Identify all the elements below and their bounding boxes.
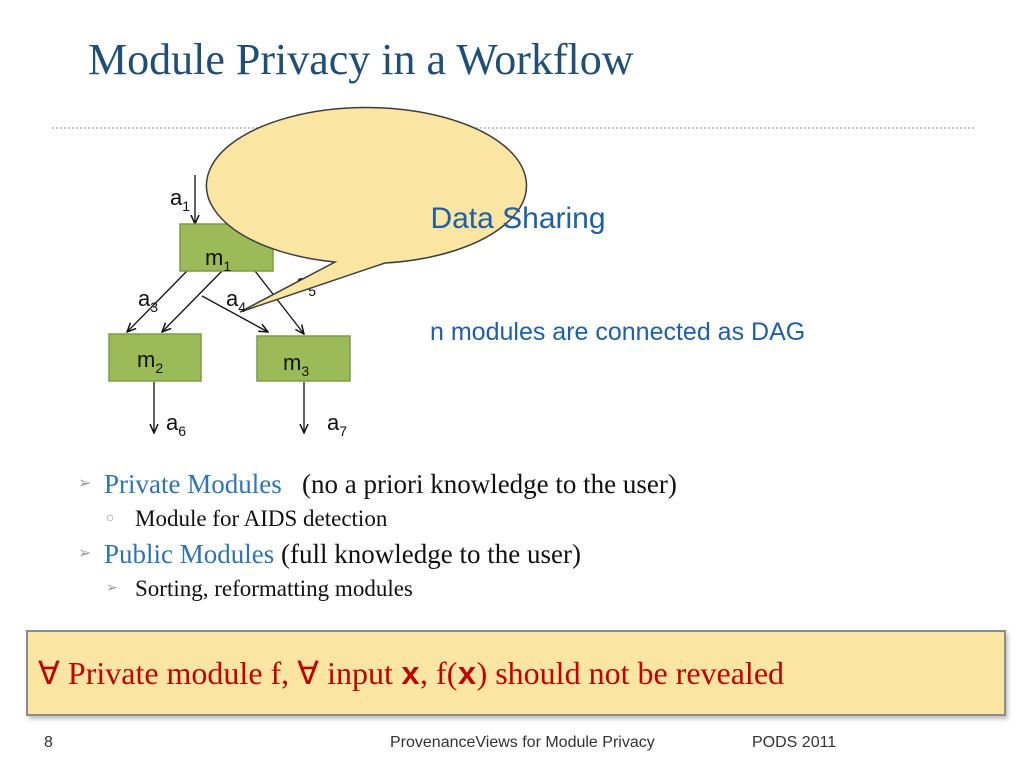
chevron-right-icon: ➢: [78, 545, 92, 562]
bullet-public-example: ➢ Sorting, reformatting modules: [78, 572, 677, 606]
node-m2-label: m: [137, 347, 155, 372]
bullet-list: ➢ Private Modules (no a priori knowledge…: [78, 466, 677, 606]
footer-venue: PODS 2011: [752, 734, 837, 751]
dag-note: n modules are connected as DAG: [430, 318, 806, 346]
node-m2: m2: [108, 333, 202, 382]
bubble-text: Data Sharing: [430, 202, 605, 235]
forall-symbol: ∀: [38, 655, 60, 691]
node-m3-label: m: [283, 350, 301, 375]
edge-label-a7: a7: [327, 410, 347, 439]
edge-a5: [254, 270, 304, 334]
svg-text:m3: m3: [283, 350, 309, 379]
slide-number: 8: [44, 734, 53, 751]
private-heading: Private Modules: [104, 469, 282, 499]
svg-text:m1: m1: [205, 245, 231, 274]
chevron-right-icon: ➢: [78, 475, 92, 492]
chevron-right-icon: ➢: [106, 581, 118, 596]
bullet-public: ➢ Public Modules (full knowledge to the …: [78, 536, 677, 572]
bullet-private: ➢ Private Modules (no a priori knowledge…: [78, 466, 677, 502]
edge-a4-left: [162, 270, 223, 332]
var-x: x: [400, 657, 421, 694]
edge-label-a1: a1: [170, 185, 190, 214]
public-example: Sorting, reformatting modules: [135, 576, 413, 601]
node-m3: m3: [256, 335, 351, 382]
title-divider: [52, 127, 974, 129]
circle-icon: ○: [106, 511, 115, 526]
edge-a4-right: [201, 295, 268, 332]
edge-a3: [127, 270, 188, 332]
public-heading: Public Modules: [104, 539, 275, 569]
public-desc: (full knowledge to the user): [281, 539, 581, 569]
private-example: Module for AIDS detection: [135, 506, 388, 531]
privacy-callout: ∀ Private module f, ∀ input x, f(x) shou…: [26, 630, 1006, 716]
edge-label-a6: a6: [166, 410, 186, 439]
svg-text:m2: m2: [137, 347, 163, 376]
edge-label-a4: a4: [226, 286, 246, 315]
footer-title: ProvenanceViews for Module Privacy: [390, 734, 655, 751]
data-sharing-bubble: Data Sharing: [205, 106, 606, 313]
forall-symbol: ∀: [297, 655, 320, 691]
var-x: x: [457, 657, 477, 694]
private-desc: (no a priori knowledge to the user): [301, 469, 677, 499]
edge-label-a3: a3: [138, 286, 158, 315]
callout-text: ∀ Private module f, ∀ input x, f(x) shou…: [38, 655, 785, 694]
slide-title: Module Privacy in a Workflow: [88, 35, 634, 84]
bullet-private-example: ○ Module for AIDS detection: [78, 502, 677, 536]
node-m1-label: m: [205, 245, 223, 270]
